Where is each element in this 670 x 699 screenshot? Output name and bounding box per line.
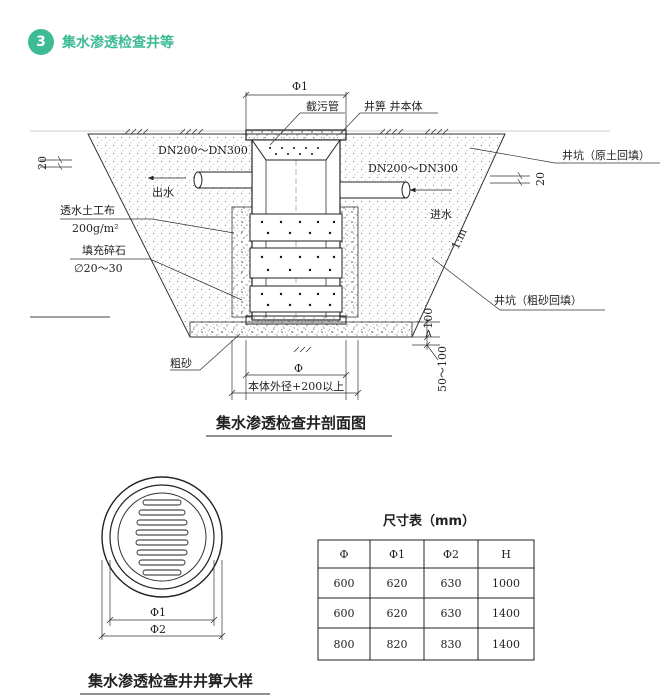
dn-left-label: DN200～DN300 [158, 144, 248, 157]
sewage-basket [251, 139, 341, 161]
table-cell: 630 [441, 577, 462, 590]
size-table: 尺寸表（mm） Φ Φ1 Φ2 H 600 620 630 1000 600 6… [317, 513, 535, 661]
table-title: 尺寸表（mm） [383, 513, 475, 529]
table-cell: 1400 [492, 638, 520, 651]
grate-inner-ring [109, 484, 215, 590]
outlet-label: 出水 [152, 185, 174, 199]
phi-label: Φ [294, 362, 303, 375]
grate-body-label: 井箅 井本体 [364, 99, 423, 113]
perforated-ring-1 [249, 213, 343, 242]
table-cell: 1000 [492, 577, 520, 590]
table-cell: 620 [387, 577, 408, 590]
geotextile-spec: 200g/m² [72, 222, 119, 235]
grate-phi1-label: Φ1 [150, 606, 166, 619]
ground-hatch [124, 128, 449, 353]
grate-plate [117, 492, 207, 582]
grate-slots [135, 499, 189, 576]
inlet-pipe [339, 181, 407, 199]
dn-right-label: DN200～DN300 [368, 162, 458, 175]
dim-left-20: 20 [36, 156, 49, 170]
table-header-cell: Φ1 [389, 548, 405, 561]
grate-top [245, 129, 347, 141]
sewage-pipe-label: 截污管 [306, 99, 339, 113]
table-cell: 600 [334, 577, 355, 590]
section-header: 3 集水渗透检查井等 [28, 28, 174, 56]
table-header-cell: H [501, 548, 511, 561]
table-cell: 1400 [492, 607, 520, 620]
gravel-label: 填充碎石 [82, 243, 126, 257]
table-header-cell: Φ [339, 548, 348, 561]
gravel-spec: ∅20～30 [74, 262, 123, 275]
table-cell: 620 [387, 607, 408, 620]
section-caption: 集水渗透检查井剖面图 [215, 414, 366, 432]
dim-right-20: 20 [534, 172, 547, 186]
section-title: 集水渗透检查井等 [62, 35, 174, 51]
grate-detail-drawing: Φ1 Φ2 集水渗透检查井井箅大样 [80, 476, 270, 695]
grate-phi2-label: Φ2 [150, 623, 166, 636]
perforated-ring-3 [249, 285, 343, 313]
inlet-label: 进水 [430, 208, 452, 221]
table-cell: 830 [441, 638, 462, 651]
table-cell: 630 [441, 607, 462, 620]
pit-sand-label: 井坑（粗砂回填） [494, 293, 582, 307]
grate-caption: 集水渗透检查井井箅大样 [87, 672, 253, 690]
table-cell: 800 [334, 638, 355, 651]
perforated-ring-2 [249, 247, 343, 279]
table-cell: 820 [387, 638, 408, 651]
well-base [245, 315, 347, 325]
coarse-sand-label: 粗砂 [170, 357, 192, 370]
perforations [260, 220, 336, 307]
pit-original-label: 井坑（原土回填） [562, 148, 650, 162]
dim-50-100: 50～100 [436, 346, 449, 392]
geotextile-label: 透水土工布 [60, 204, 115, 217]
outlet-pipe [197, 171, 253, 189]
grate-outer-ring [101, 476, 223, 598]
table-cell: 600 [334, 607, 355, 620]
section-number-badge: 3 [28, 29, 54, 55]
table-header-cell: Φ2 [443, 548, 459, 561]
phi1-label: Φ1 [292, 80, 308, 93]
section-drawing: Φ1 截污管 井箅 井本体 DN200～DN300 DN200～DN300 出水… [30, 80, 660, 437]
dim-100: >100 [422, 308, 435, 338]
outer-dim-label: 本体外径+200以上 [248, 379, 344, 393]
